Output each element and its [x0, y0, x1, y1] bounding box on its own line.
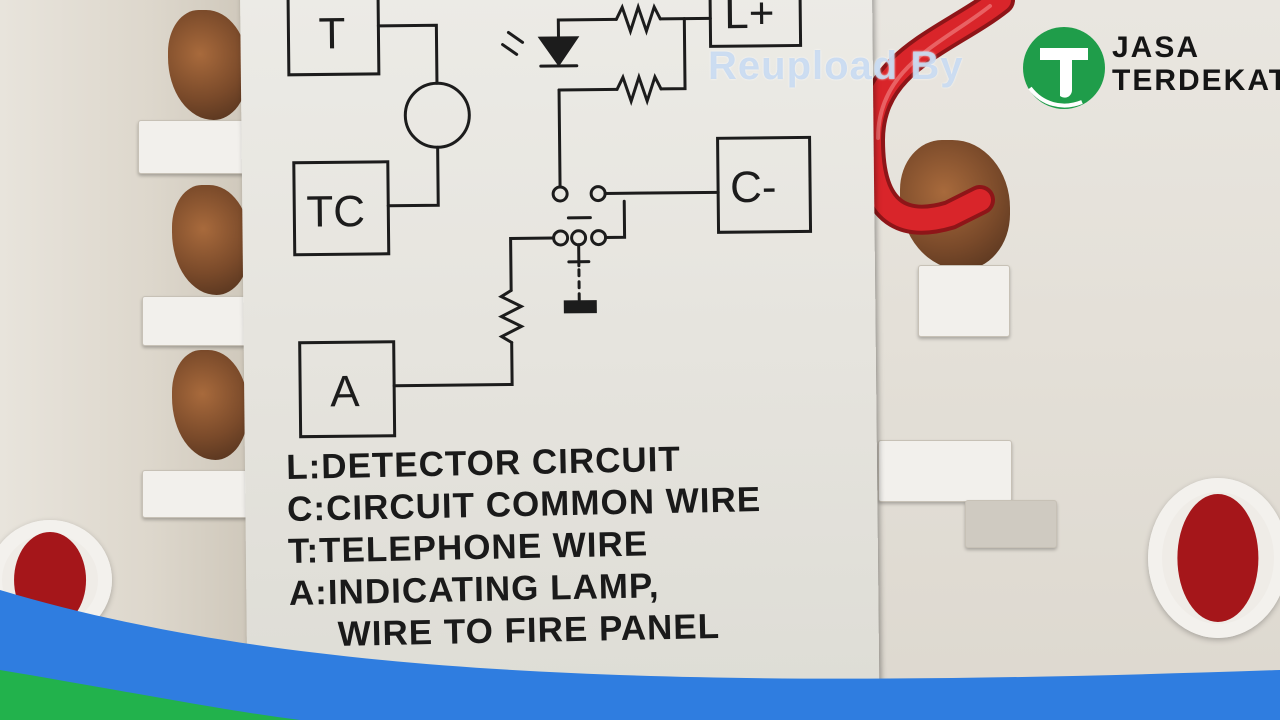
terminal-box-tc [292, 160, 391, 257]
rusty-screw-terminal [172, 350, 248, 460]
plastic-tab [142, 296, 248, 346]
plastic-tab [878, 440, 1012, 502]
jasa-terdekat-logo-icon [1023, 27, 1105, 109]
switch-icon [552, 199, 627, 268]
wiring-diagram: T TC L+ C- A [286, 0, 813, 439]
plastic-tab [918, 265, 1010, 337]
resistor-icon [615, 72, 663, 106]
terminal-box-a [298, 340, 397, 439]
terminal-label-a: A [330, 367, 361, 416]
rusty-screw-terminal [168, 10, 248, 120]
watermark-text: Reupload By [708, 44, 964, 88]
terminal-box-l-plus [708, 0, 803, 48]
resistor-icon [498, 288, 525, 344]
bottom-wave-banner [0, 590, 1280, 720]
led-icon [501, 31, 580, 68]
mounting-hole-right [1148, 478, 1280, 638]
terminal-label-tc: TC [306, 187, 365, 237]
terminal-box-t [286, 0, 381, 77]
logo-line-2: TERDEKAT [1112, 64, 1280, 97]
ground-icon [563, 268, 597, 314]
wiring-label-plate: T TC L+ C- A [240, 0, 880, 694]
terminal-label-t: T [318, 9, 345, 58]
terminal-label-c-minus: C- [730, 163, 777, 212]
plastic-tab [138, 120, 248, 174]
plastic-slot [965, 500, 1057, 548]
phone-icon [403, 81, 471, 149]
terminal-label-l-plus: L+ [724, 0, 775, 38]
logo-wordmark: JASA TERDEKAT [1112, 32, 1280, 98]
logo-line-1: JASA [1112, 31, 1201, 64]
rusty-screw-terminal [172, 185, 250, 295]
terminal-box-c-minus [716, 135, 813, 234]
plastic-tab [142, 470, 248, 518]
resistor-icon [614, 2, 662, 36]
